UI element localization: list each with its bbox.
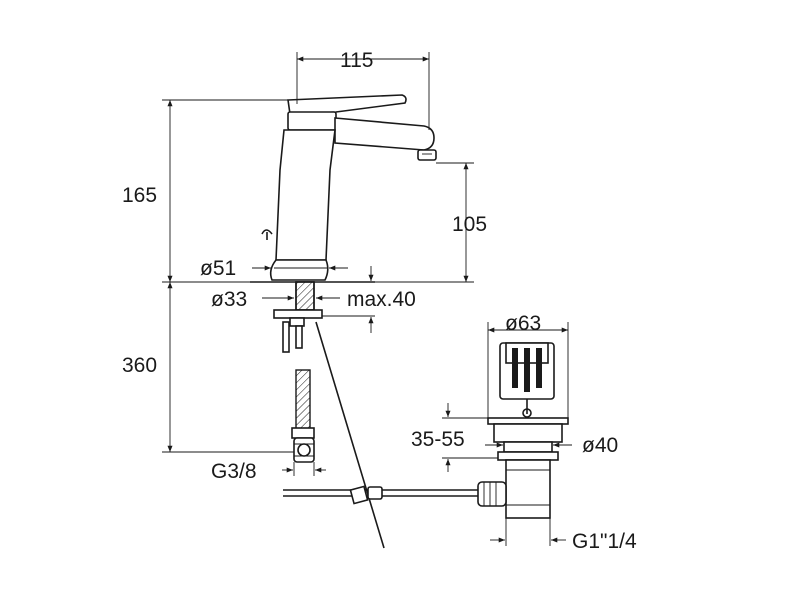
mounting-assembly: [273, 281, 323, 353]
dimension-labels: 115 165 105 ø51 ø33 max.40 360 G3/8 ø63 …: [122, 49, 637, 553]
dim-hose-thread: G3/8: [211, 460, 257, 483]
dim-max-thickness: max.40: [347, 288, 416, 311]
dim-hose-length: 360: [122, 354, 157, 377]
waste-plug: [499, 342, 555, 418]
flexible-hose: [291, 369, 315, 463]
dimension-lines: [162, 52, 572, 546]
dim-waste-outlet: ø40: [582, 434, 618, 457]
dim-base-diameter: ø51: [200, 257, 236, 280]
dim-basin-range: 35-55: [411, 428, 465, 451]
dim-spout-height: 105: [452, 213, 487, 236]
popup-linkage: [283, 321, 478, 549]
dim-waste-diameter: ø63: [505, 312, 541, 335]
faucet-body: [261, 94, 437, 281]
waste-body: [477, 417, 569, 519]
dim-waste-thread: G1"1/4: [572, 530, 637, 553]
dim-height-total: 165: [122, 184, 157, 207]
dim-width-top: 115: [340, 49, 373, 72]
dim-hole-diameter: ø33: [211, 288, 247, 311]
